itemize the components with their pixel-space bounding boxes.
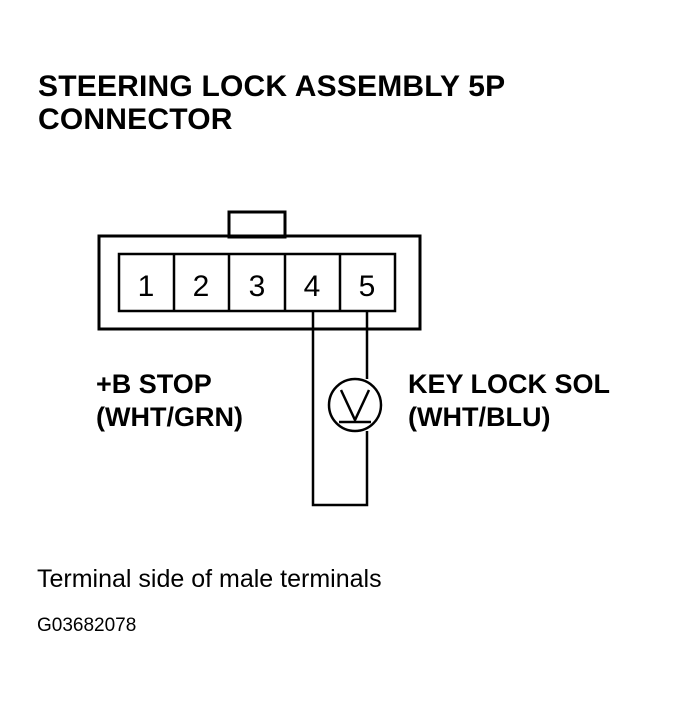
connector-lock-tab (227, 210, 287, 239)
pin-label-3: 3 (249, 270, 266, 303)
key-lock-sol-line-2: (WHT/BLU) (408, 402, 551, 432)
key-lock-sol-line-1: KEY LOCK SOL (408, 369, 611, 399)
pin-label-1: 1 (138, 270, 155, 303)
connector-housing (97, 234, 422, 331)
pin-label-5: 5 (359, 270, 376, 303)
wiring-loop (311, 311, 369, 507)
pin-label-4: 4 (304, 270, 321, 303)
b-stop-line-1: +B STOP (96, 369, 212, 399)
pin-block (117, 252, 397, 313)
title-line-1: STEERING LOCK ASSEMBLY 5P (38, 70, 506, 103)
title-line-2: CONNECTOR (38, 103, 233, 136)
b-stop-line-2: (WHT/GRN) (96, 402, 243, 432)
pin-label-2: 2 (193, 270, 210, 303)
b-stop-label: +B STOP (WHT/GRN) (96, 368, 243, 434)
figure-code: G03682078 (37, 615, 137, 636)
key-lock-sol-label: KEY LOCK SOL (WHT/BLU) (408, 368, 610, 434)
solenoid-symbol-icon (327, 377, 383, 433)
diagram-caption: Terminal side of male terminals (37, 565, 382, 593)
diagram-title: STEERING LOCK ASSEMBLY 5P CONNECTOR (38, 70, 505, 136)
